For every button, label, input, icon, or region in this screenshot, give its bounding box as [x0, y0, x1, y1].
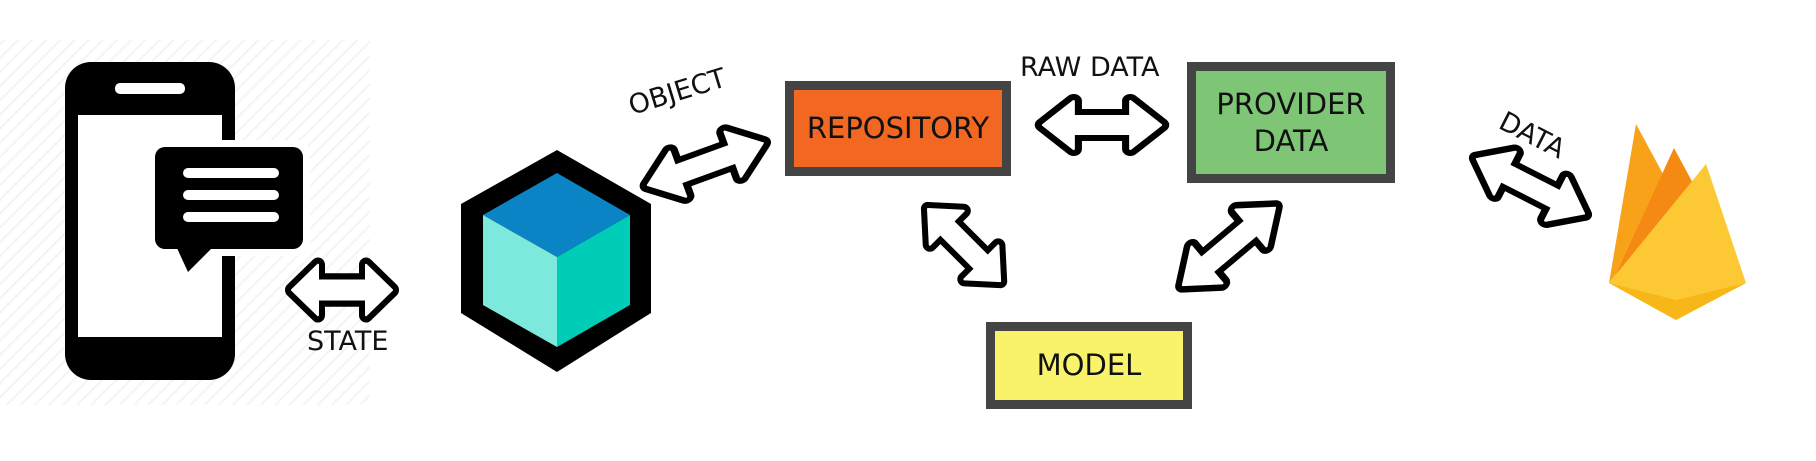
raw-data-arrow: [1043, 101, 1161, 149]
provider-label-line2: DATA: [1253, 123, 1329, 158]
provider-label-line1: PROVIDER: [1216, 87, 1366, 122]
firebase-icon: [1609, 124, 1746, 320]
state-label: STATE: [307, 326, 389, 357]
provider-data-box: PROVIDER DATA: [1187, 62, 1395, 183]
object-arrow: [640, 121, 771, 208]
cube-icon: [461, 150, 651, 372]
chat-bubble-icon: [148, 140, 310, 272]
model-label: MODEL: [1036, 348, 1142, 383]
repository-box: REPOSITORY: [785, 81, 1011, 176]
raw-data-label: RAW DATA: [1020, 52, 1160, 83]
repository-model-arrow: [911, 192, 1017, 298]
model-provider-arrow: [1168, 189, 1291, 303]
repository-label: REPOSITORY: [806, 111, 990, 146]
model-box: MODEL: [986, 322, 1192, 409]
